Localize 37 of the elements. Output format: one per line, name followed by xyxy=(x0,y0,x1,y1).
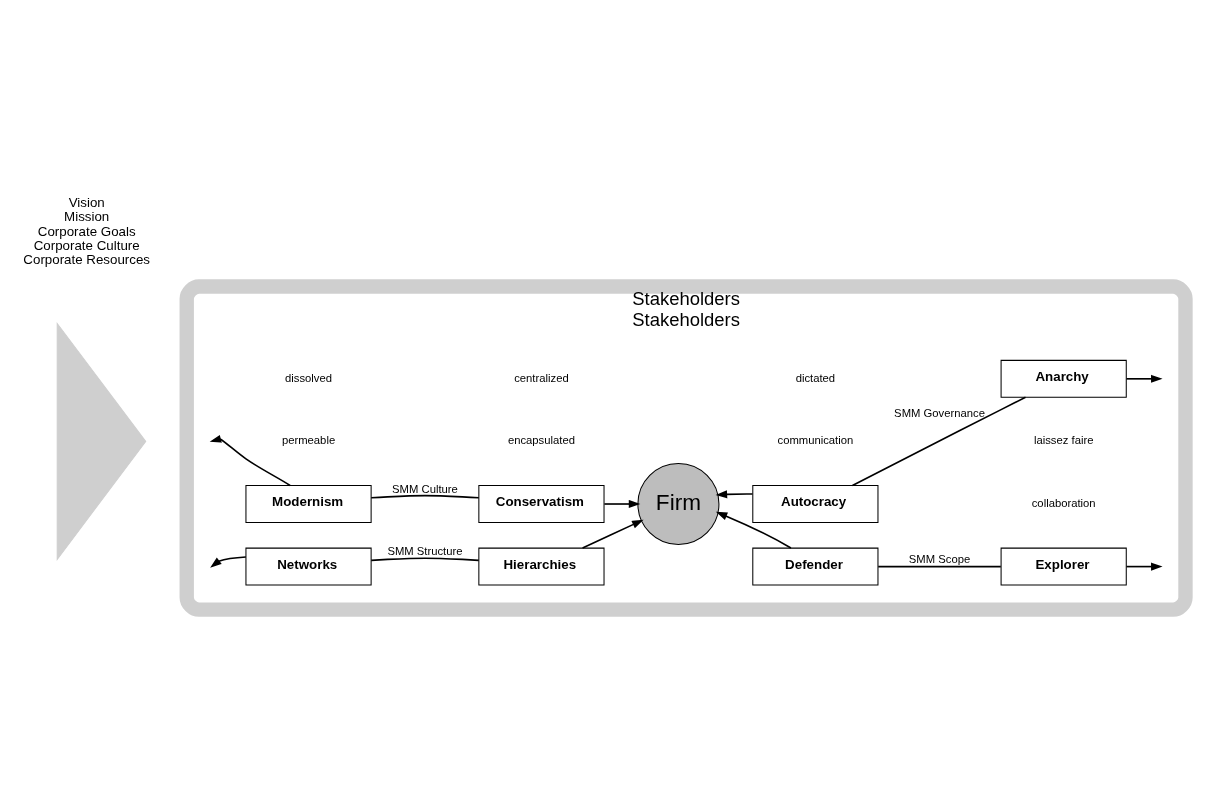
node-box: Explorer xyxy=(1000,547,1127,586)
connector xyxy=(851,396,1027,486)
arrow xyxy=(1125,562,1163,571)
arrow xyxy=(209,434,291,486)
label: communication xyxy=(777,433,854,446)
node-box: Conservatism xyxy=(478,484,605,523)
edge-label: SMM Scope xyxy=(908,552,971,565)
connector xyxy=(877,565,1002,567)
node-box: Modernism xyxy=(245,484,372,523)
arrow xyxy=(210,555,247,568)
node-label: Corporate Goals xyxy=(37,223,136,239)
node-box: Hierarchies xyxy=(478,547,605,586)
arrow xyxy=(1125,374,1163,383)
arrow xyxy=(581,519,644,549)
node-triangle xyxy=(56,321,147,561)
label: collaboration xyxy=(1031,496,1096,509)
arrow xyxy=(603,499,641,508)
label: centralized xyxy=(514,371,569,384)
edge-label: SMM Governance xyxy=(894,406,985,419)
label: encapsulated xyxy=(507,433,575,446)
node-box: Defender xyxy=(752,547,879,586)
edge-label: SMM Culture xyxy=(392,482,458,495)
arrow xyxy=(715,489,754,498)
edge-label: SMM Structure xyxy=(387,544,463,557)
node-box: Anarchy xyxy=(1000,359,1127,398)
node-label: Mission xyxy=(64,208,110,224)
node-box: Autocracy xyxy=(752,484,879,523)
label: permeable xyxy=(281,433,336,446)
connector xyxy=(370,556,480,561)
node-circle: Firm xyxy=(637,462,720,545)
node-box: Networks xyxy=(245,547,372,586)
arrow xyxy=(715,511,792,549)
label: laissez faire xyxy=(1033,433,1094,446)
label: dissolved xyxy=(285,371,333,384)
label: dictated xyxy=(795,371,836,384)
connector xyxy=(370,494,480,499)
node-label: Vision xyxy=(68,194,105,210)
